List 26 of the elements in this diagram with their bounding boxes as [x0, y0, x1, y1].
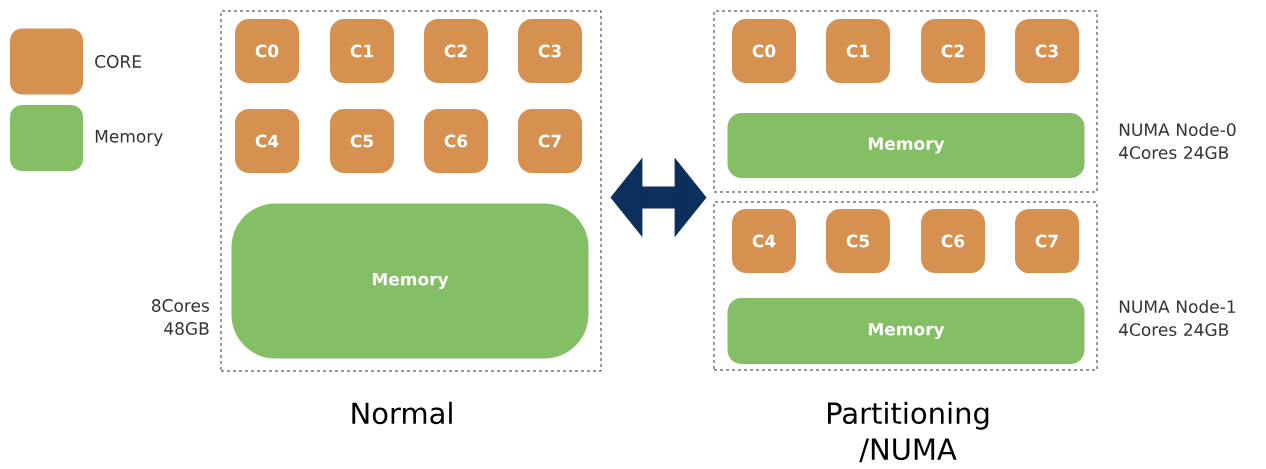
core-box: C7 [518, 109, 582, 173]
core-box: C0 [235, 19, 299, 83]
node-caption: NUMA Node-0 4Cores 24GB [1119, 122, 1236, 160]
core-box: C5 [826, 209, 890, 273]
node-caption: NUMA Node-1 4Cores 24GB [1119, 299, 1236, 337]
node-caption: 8Cores 48GB [151, 299, 209, 335]
core-box: C4 [235, 109, 299, 173]
core-box: C6 [424, 109, 488, 173]
core-box: C5 [330, 109, 394, 173]
panel-heading: Normal [352, 401, 452, 425]
legend-label: Memory [95, 130, 163, 146]
core-box: C7 [1015, 209, 1079, 273]
core-box: C0 [732, 19, 796, 83]
core-box: C2 [921, 19, 985, 83]
memory-box: Memory [231, 203, 589, 359]
core-box: C2 [424, 19, 488, 83]
memory-box: Memory [727, 113, 1085, 178]
memory-box: Memory [727, 298, 1085, 364]
core-box: C4 [732, 209, 796, 273]
core-box: C1 [826, 19, 890, 83]
panel-heading: Partitioning /NUMA [828, 401, 989, 463]
core-box: C1 [330, 19, 394, 83]
legend-label: CORE [95, 55, 141, 68]
core-box: C6 [921, 209, 985, 273]
core-box: C3 [518, 19, 582, 83]
core-box: C3 [1015, 19, 1079, 83]
